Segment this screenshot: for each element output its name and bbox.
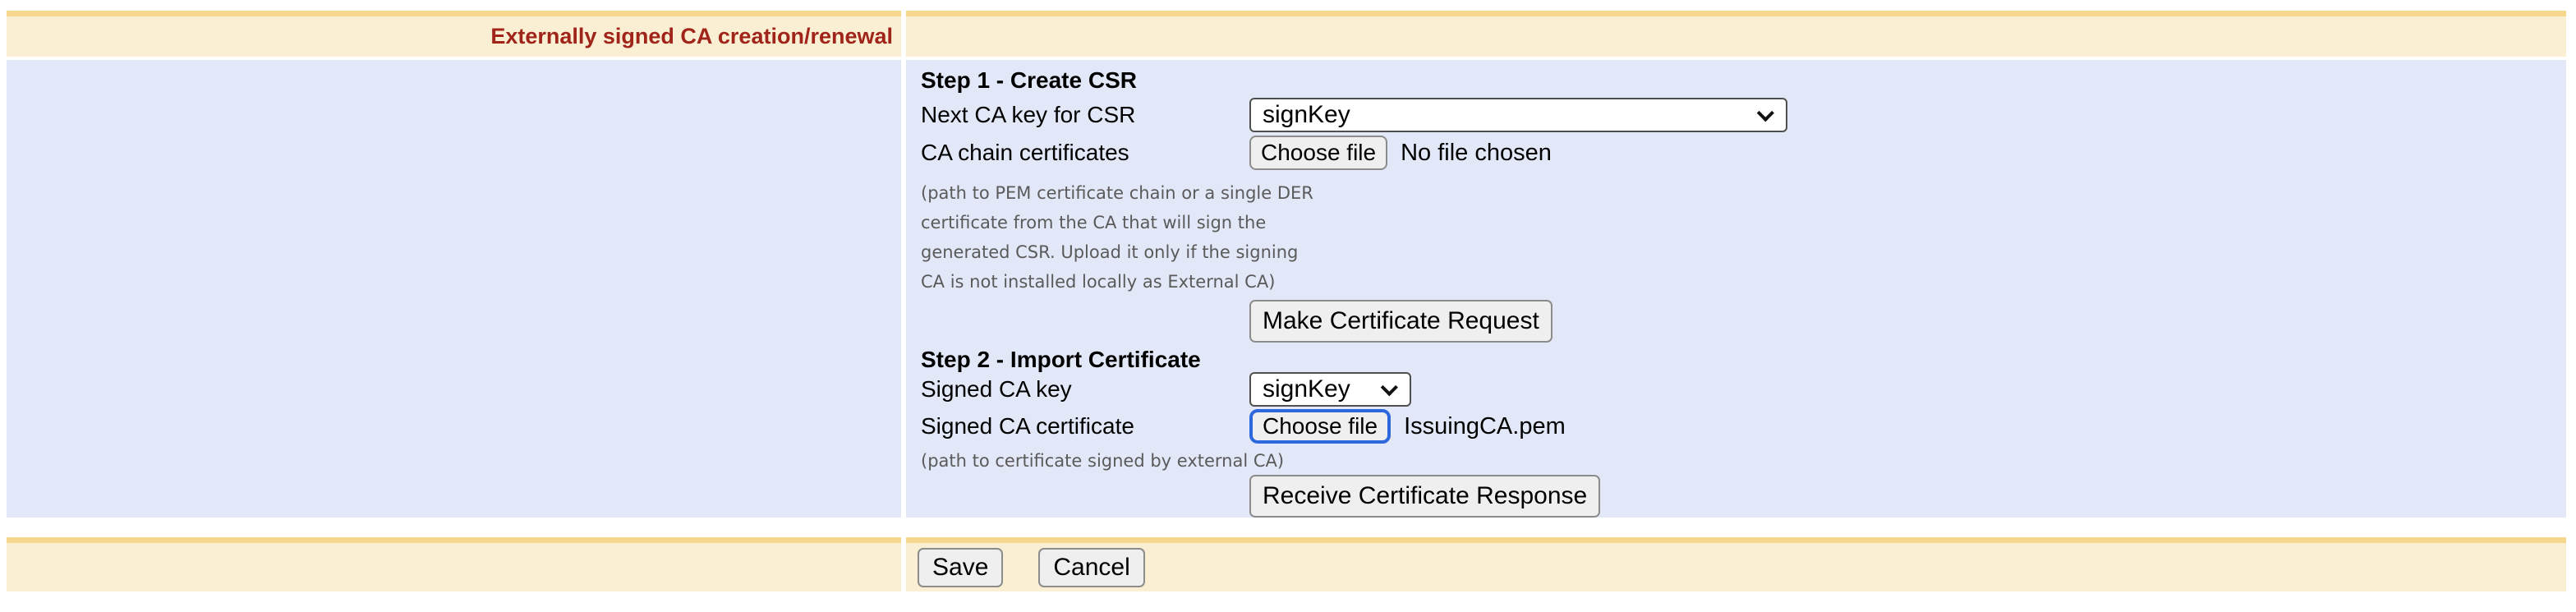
save-button[interactable]: Save [918,547,1004,587]
header-left-cell: Externally signed CA creation/renewal [7,11,901,57]
page-title: Externally signed CA creation/renewal [490,24,893,48]
chevron-down-icon [1380,378,1398,396]
next-ca-key-row: Next CA key for CSR signKey [921,98,2566,132]
row-gap [7,518,2566,537]
ca-chain-note-line: (path to PEM certificate chain or a sing… [921,183,1313,203]
footer-right-cell: Save Cancel [906,537,2566,591]
ca-chain-note-line: certificate from the CA that will sign t… [921,213,1267,232]
ca-chain-label: CA chain certificates [921,140,1129,165]
chevron-down-icon [1756,104,1774,122]
signed-ca-key-row: Signed CA key signKey [921,372,2566,407]
header-row: Externally signed CA creation/renewal [7,11,2566,57]
ca-chain-row: CA chain certificates Choose file No fil… [921,136,2566,170]
next-ca-key-select[interactable]: signKey [1249,98,1787,132]
form-row: Step 1 - Create CSR Next CA key for CSR … [7,60,2566,518]
receive-response-row: Receive Certificate Response [921,473,2566,518]
form-right-cell: Step 1 - Create CSR Next CA key for CSR … [906,60,2566,518]
externally-signed-ca-page: Externally signed CA creation/renewal St… [7,11,2566,591]
header-right-cell [906,11,2566,57]
signed-ca-certificate-label: Signed CA certificate [921,413,1134,439]
signed-ca-key-selected-value: signKey [1263,375,1350,403]
footer-row: Save Cancel [7,537,2566,591]
ca-chain-note-line: generated CSR. Upload it only if the sig… [921,242,1299,262]
ca-chain-note: (path to PEM certificate chain or a sing… [921,178,2566,297]
make-certificate-request-button[interactable]: Make Certificate Request [1249,300,1552,343]
next-ca-key-label: Next CA key for CSR [921,102,1136,127]
receive-certificate-response-button[interactable]: Receive Certificate Response [1249,475,1601,518]
ca-chain-choose-file-button[interactable]: Choose file [1249,136,1388,170]
ca-chain-note-line: CA is not installed locally as External … [921,272,1276,292]
signed-ca-certificate-row: Signed CA certificate Choose file Issuin… [921,409,2566,444]
signed-ca-key-label: Signed CA key [921,376,1072,402]
cancel-button[interactable]: Cancel [1038,547,1145,587]
footer-left-cell [7,537,901,591]
next-ca-key-selected-value: signKey [1263,101,1350,128]
signed-ca-certificate-choose-file-button[interactable]: Choose file [1249,409,1392,444]
step2-heading: Step 2 - Import Certificate [921,347,1201,372]
step1-heading: Step 1 - Create CSR [921,67,1137,93]
signed-ca-key-select[interactable]: signKey [1249,372,1411,407]
signed-ca-certificate-filename: IssuingCA.pem [1404,412,1566,439]
signed-ca-certificate-note: (path to certificate signed by external … [921,451,1285,471]
form-left-cell [7,60,901,518]
ca-chain-file-status: No file chosen [1401,139,1552,166]
make-request-row: Make Certificate Request [921,297,2566,343]
